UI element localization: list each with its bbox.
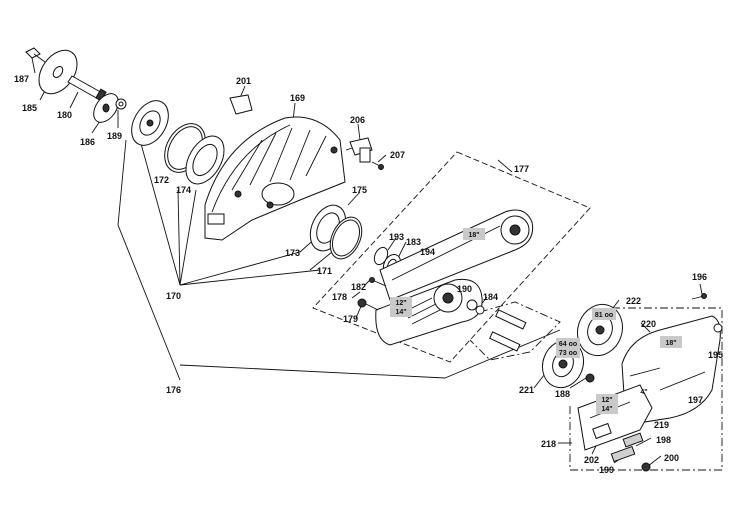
callout-190: 190 xyxy=(457,284,472,294)
size-tag-14-arm-text: 14" xyxy=(395,309,406,316)
group-box-177 xyxy=(312,151,591,363)
callout-195: 195 xyxy=(708,350,723,360)
size-tag-12-arm-text: 12" xyxy=(395,300,406,307)
callout-179: 179 xyxy=(343,314,358,324)
part-200-nut xyxy=(641,462,651,472)
callout-218: 218 xyxy=(541,439,556,449)
part-202-bracket xyxy=(592,422,612,440)
part-206-lever xyxy=(345,137,373,163)
part-197-rod xyxy=(659,371,706,391)
part-169-blade-guard xyxy=(204,116,346,241)
callout-193: 193 xyxy=(389,232,404,242)
size-tag-64-text: 64 oo xyxy=(559,341,577,348)
part-182-bolt xyxy=(369,277,387,287)
part-177-arm-upper xyxy=(379,209,534,301)
size-tag-73-text: 73 oo xyxy=(559,350,577,357)
callout-219: 219 xyxy=(654,420,669,430)
group-box-218 xyxy=(569,307,723,471)
size-tag-18-upper-text: 18" xyxy=(468,232,479,239)
part-187-bolt xyxy=(25,47,46,63)
part-199-plate xyxy=(610,445,636,463)
part-195-nut xyxy=(713,323,723,333)
callout-173: 173 xyxy=(285,248,300,258)
callout-177: 177 xyxy=(514,164,529,174)
callout-176: 176 xyxy=(166,385,181,395)
callout-198: 198 xyxy=(656,435,671,445)
callout-220: 220 xyxy=(641,319,656,329)
part-185-outer-flange xyxy=(38,49,78,95)
size-tag-64-73: 64 oo 73 oo xyxy=(556,338,580,358)
callout-175: 175 xyxy=(352,185,367,195)
callout-numbers: 187 185 180 186 189 201 169 206 207 172 … xyxy=(14,74,723,475)
callout-171: 171 xyxy=(317,266,332,276)
part-186-inner-flange xyxy=(93,93,119,123)
callout-199: 199 xyxy=(599,465,614,475)
callout-187: 187 xyxy=(14,74,29,84)
size-tag-18-cover: 18" xyxy=(660,336,682,348)
size-tag-4: 4" xyxy=(640,389,647,396)
part-190-bearing xyxy=(466,299,478,311)
callout-221: 221 xyxy=(519,385,534,395)
size-tag-81-text: 81 oo xyxy=(595,312,613,319)
size-tag-14-guard-text: 14" xyxy=(601,406,612,413)
callout-172: 172 xyxy=(154,175,169,185)
size-tag-12-guard-text: 12" xyxy=(601,397,612,404)
part-207-screw xyxy=(371,161,384,170)
callout-182: 182 xyxy=(351,282,366,292)
size-tag-81: 81 oo xyxy=(592,308,616,320)
callout-201: 201 xyxy=(236,76,251,86)
callout-178: 178 xyxy=(332,292,347,302)
callout-184: 184 xyxy=(483,292,498,302)
size-tag-12-14-guard: 12" 14" xyxy=(596,394,618,414)
callout-200: 200 xyxy=(664,453,679,463)
part-175-ring-assembly xyxy=(309,204,363,260)
part-174-bearing-ring xyxy=(185,135,225,185)
callout-180: 180 xyxy=(57,110,72,120)
callout-185: 185 xyxy=(22,103,37,113)
part-180-spindle xyxy=(67,75,107,102)
size-tag-18-cover-text: 18" xyxy=(665,340,676,347)
size-tag-4-text: 4" xyxy=(640,389,647,396)
size-tag-12-14-arm: 12" 14" xyxy=(390,297,412,317)
callout-183: 183 xyxy=(406,237,421,247)
part-tension-bolts xyxy=(489,309,527,352)
callout-186: 186 xyxy=(80,137,95,147)
part-196-screw xyxy=(691,293,707,300)
part-189-washer xyxy=(115,98,127,110)
callout-174: 174 xyxy=(176,185,191,195)
part-184-washer xyxy=(475,305,485,315)
callout-170: 170 xyxy=(166,291,181,301)
callout-188: 188 xyxy=(555,389,570,399)
part-198-plate xyxy=(622,432,644,448)
callout-206: 206 xyxy=(350,115,365,125)
callout-197: 197 xyxy=(688,395,703,405)
callout-169: 169 xyxy=(290,93,305,103)
part-188-bolt xyxy=(585,373,595,383)
callout-207: 207 xyxy=(390,150,405,160)
size-tag-18-upper: 18" xyxy=(463,228,485,240)
part-201-label xyxy=(229,94,253,115)
callout-202: 202 xyxy=(584,455,599,465)
callout-222: 222 xyxy=(626,296,641,306)
part-179-nut xyxy=(357,298,379,311)
callout-189: 189 xyxy=(107,131,122,141)
callout-196: 196 xyxy=(692,272,707,282)
callout-194: 194 xyxy=(420,247,435,257)
part-drive-plate xyxy=(131,100,169,146)
